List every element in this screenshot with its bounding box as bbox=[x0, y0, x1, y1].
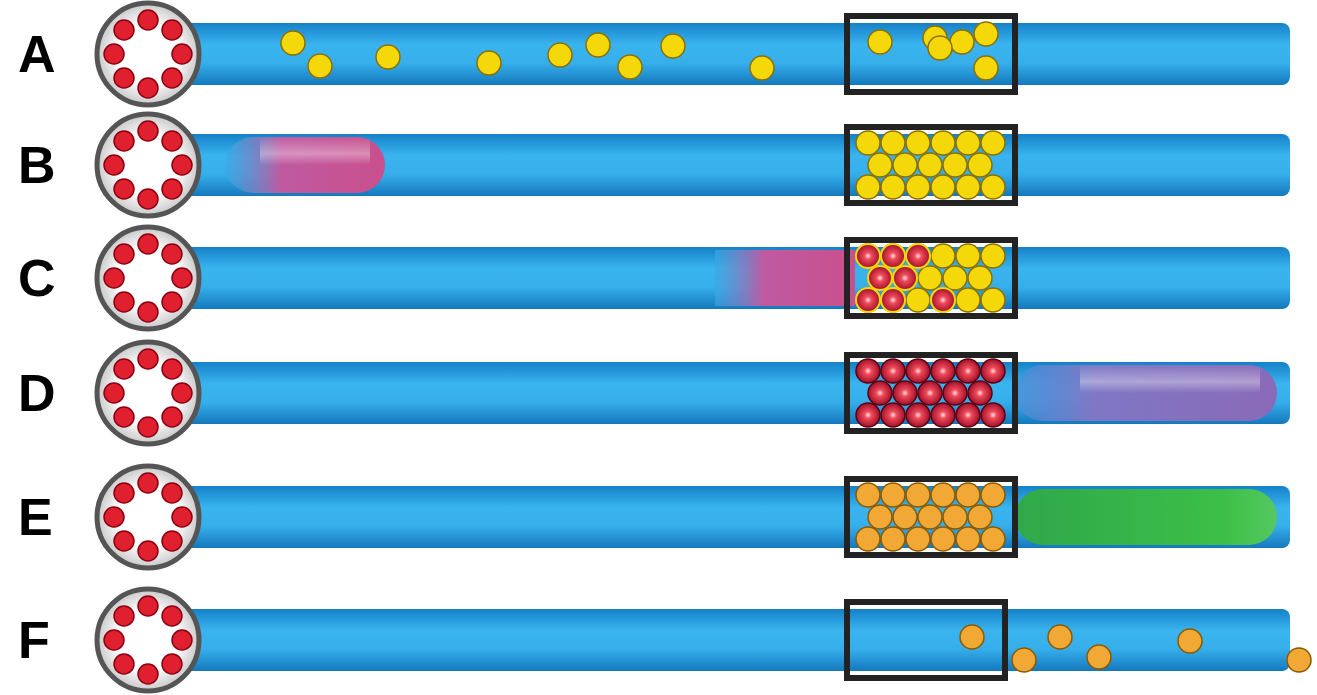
particles bbox=[856, 483, 1005, 551]
detection-window bbox=[847, 127, 1015, 203]
detection-window bbox=[847, 240, 1015, 316]
capillary-tube bbox=[97, 114, 1290, 216]
capillary-row bbox=[97, 342, 1290, 444]
detection-window bbox=[847, 479, 1015, 555]
row-letter: B bbox=[18, 136, 56, 194]
particles bbox=[960, 625, 1311, 672]
detection-window bbox=[847, 16, 1015, 92]
row-label: A bbox=[18, 28, 56, 80]
reagent-plug bbox=[1015, 365, 1277, 421]
row-label: B bbox=[18, 139, 56, 191]
particles bbox=[856, 131, 1005, 199]
row-label: E bbox=[18, 491, 53, 543]
reagent-plug bbox=[1015, 489, 1277, 545]
particles bbox=[281, 22, 998, 80]
capillary-tube bbox=[97, 3, 1290, 105]
plug-shine bbox=[260, 137, 370, 193]
row-label: C bbox=[18, 252, 56, 304]
reagent-plug bbox=[225, 137, 385, 193]
row-letter: E bbox=[18, 488, 53, 546]
labelled-particles bbox=[856, 359, 1005, 427]
particles bbox=[856, 244, 1005, 312]
row-letter: C bbox=[18, 249, 56, 307]
capillary-row bbox=[97, 589, 1311, 691]
plug-shine bbox=[1080, 365, 1260, 421]
row-letter: A bbox=[18, 25, 56, 83]
row-label: D bbox=[18, 367, 56, 419]
capillary-row bbox=[97, 227, 1290, 329]
capillary-row bbox=[97, 3, 1290, 105]
capillary-tube bbox=[97, 227, 1290, 329]
capillary-row bbox=[97, 114, 1290, 216]
detection-window bbox=[847, 602, 1005, 678]
capillary-tube bbox=[97, 466, 1290, 568]
row-letter: F bbox=[18, 611, 50, 669]
labelled-particles bbox=[856, 244, 955, 312]
capillary-tube bbox=[97, 342, 1290, 444]
capillary-row bbox=[97, 466, 1290, 568]
detection-window bbox=[847, 355, 1015, 431]
capillary-tube bbox=[97, 589, 1290, 691]
reagent-plug bbox=[715, 250, 855, 306]
row-letter: D bbox=[18, 364, 56, 422]
row-label: F bbox=[18, 614, 50, 666]
